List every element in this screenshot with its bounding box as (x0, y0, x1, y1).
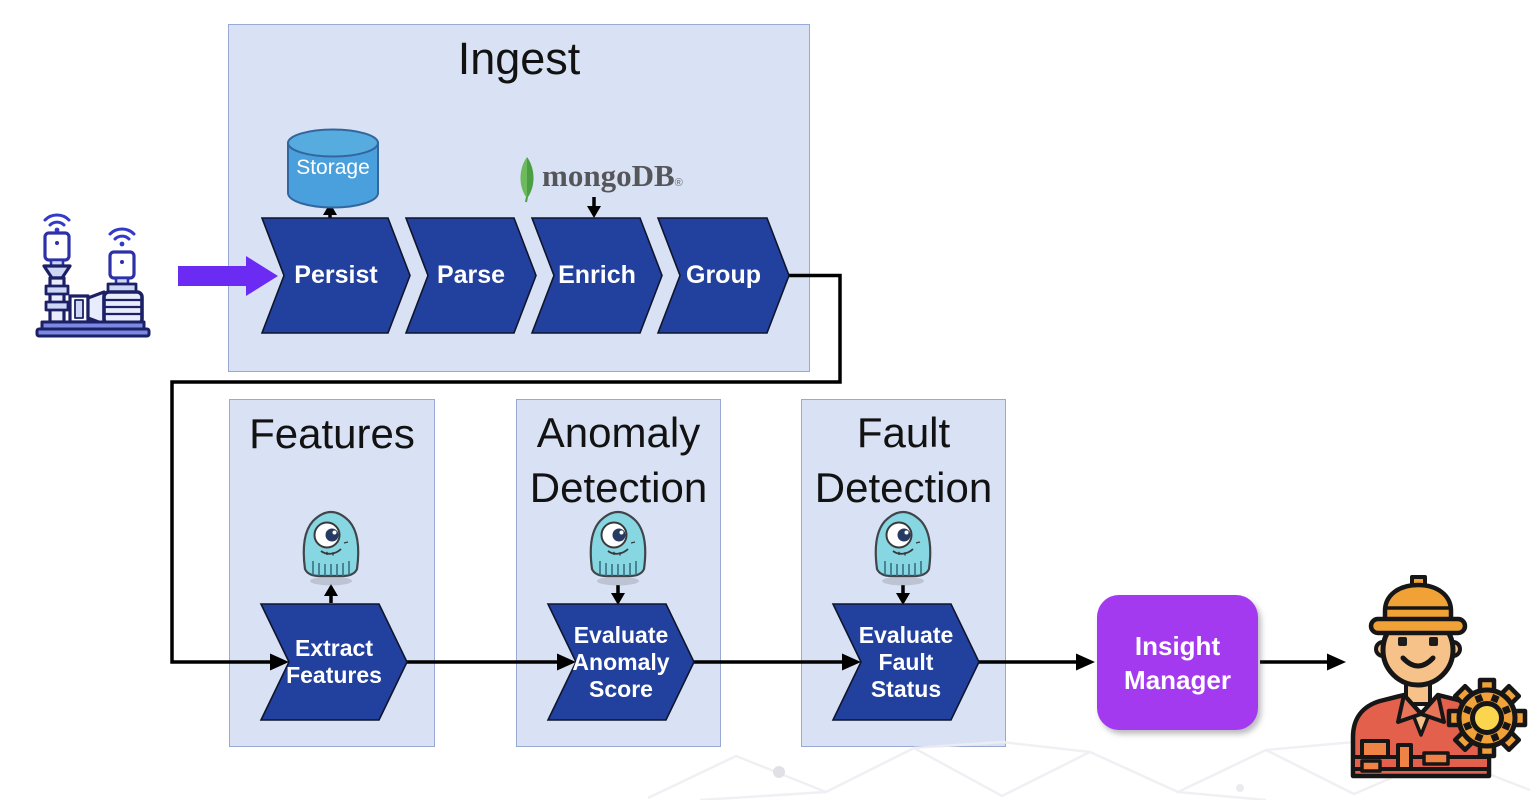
storage-label: Storage (296, 156, 370, 179)
flow-arrowheads (270, 203, 1346, 671)
engineer-worker-icon (1350, 575, 1528, 779)
stage-title-line: Features (249, 409, 415, 457)
chevron-label-line: Extract (295, 635, 373, 661)
chevron-label-line: Status (870, 675, 942, 702)
group-to-features-connector (170, 273, 842, 664)
stage-chevrons (259, 603, 980, 721)
flow-connectors (170, 197, 1328, 664)
wifi-icon (108, 227, 136, 247)
hard-hat-icon (1368, 575, 1468, 636)
chevron-label-line: Features (286, 662, 382, 688)
mongodb-wordmark: mongoDB® (542, 158, 702, 194)
stage-title-line: Fault (856, 409, 951, 456)
evaluate-anomaly-score-chevron-label: Evaluate Anomaly Score (548, 604, 694, 720)
pump-with-wireless-sensors-icon (35, 213, 151, 338)
wifi-icon (43, 213, 71, 233)
background-mesh-pattern (647, 740, 1531, 800)
squid-mascot-icon (874, 510, 932, 586)
ingest-chevrons (260, 217, 790, 334)
evaluate-fault-status-chevron-label: Evaluate Fault Status (833, 604, 979, 720)
chevron-label-line: Evaluate (573, 621, 669, 648)
squid-mascots (302, 510, 932, 586)
features-panel-title: Features (229, 404, 435, 462)
extract-features-chevron (259, 603, 408, 721)
insight-manager-label-line: Manager (1124, 664, 1231, 695)
group-chevron (656, 217, 790, 334)
sensor-icon (108, 250, 136, 286)
chevron-label-line: Fault (878, 648, 934, 675)
stage-title-line: Detection (529, 464, 708, 511)
pump-body (35, 264, 151, 338)
insight-manager-label-line: Insight (1134, 630, 1221, 661)
mongodb-label: mongoDB (542, 158, 675, 193)
enrich-chevron (530, 217, 663, 334)
parse-chevron-label: Parse (436, 261, 506, 289)
extract-features-chevron-label: Extract Features (261, 604, 407, 720)
squid-mascot-icon (302, 510, 360, 586)
chevron-label-line: Anomaly (572, 648, 670, 675)
gear-icon (1446, 677, 1528, 759)
evaluate-anomaly-score-chevron (546, 603, 695, 721)
stage-title-line: Detection (814, 464, 993, 511)
chevron-label-line: Evaluate (858, 621, 954, 648)
anomaly-detection-panel-title: Anomaly Detection (516, 404, 721, 516)
squid-mascot-icon (589, 510, 647, 586)
persist-chevron (260, 217, 411, 334)
group-chevron-label: Group (686, 261, 761, 289)
registered-mark: ® (674, 177, 683, 189)
fault-detection-panel-title: Fault Detection (801, 404, 1006, 516)
chevron-label-line: Score (589, 675, 653, 702)
mongodb-leaf-icon (520, 157, 534, 203)
purple-arrow-icon (178, 256, 278, 296)
sensor-icon (43, 231, 71, 268)
evaluate-fault-status-chevron (831, 603, 980, 721)
persist-chevron-label: Persist (294, 261, 378, 289)
enrich-chevron-label: Enrich (558, 261, 636, 289)
insight-manager-node: Insight Manager (1097, 595, 1258, 730)
storage-cylinder-icon (287, 128, 379, 209)
parse-chevron (404, 217, 537, 334)
ingest-panel-title: Ingest (457, 33, 581, 84)
stage-title-line: Anomaly (536, 409, 701, 456)
